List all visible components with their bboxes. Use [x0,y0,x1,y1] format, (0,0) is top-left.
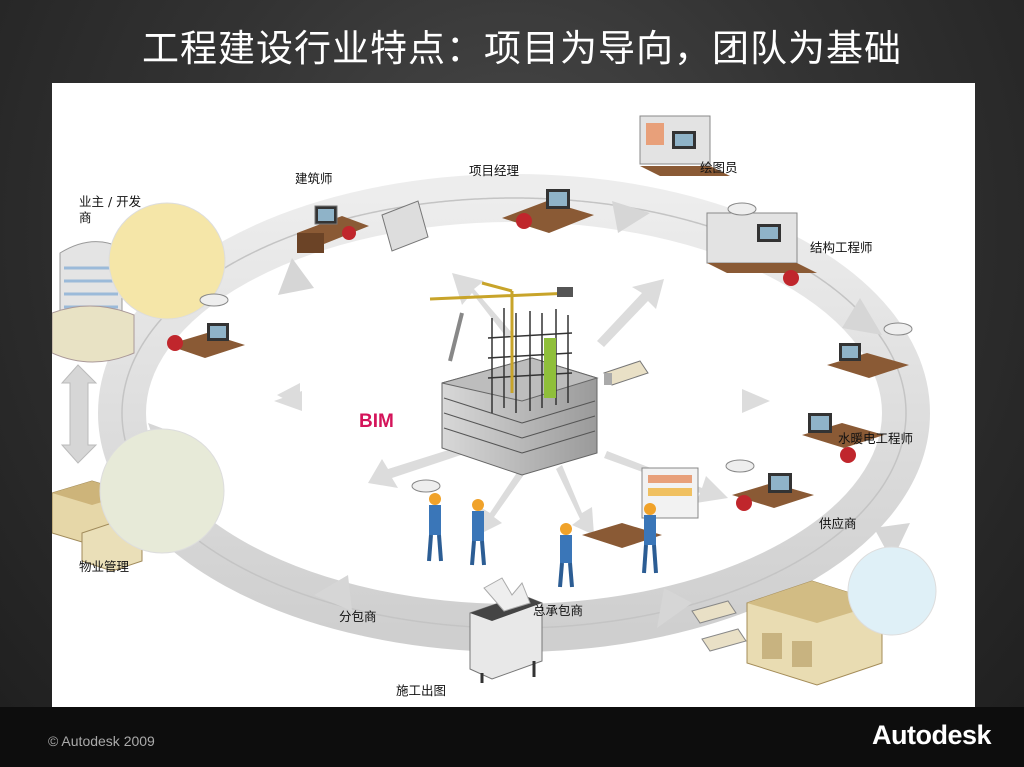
owner-property-arrow [62,365,96,463]
supplier-office-vignette [848,547,936,635]
bim-workflow-diagram: BIM 业主 / 开发商 建筑师 项目经理 绘图员 结构工程师 水暖电工程师 供… [52,83,975,713]
role-label-supplier: 供应商 [819,513,857,532]
slide-title: 工程建设行业特点：项目为导向，团队为基础 [0,18,1024,72]
role-label-drafter: 绘图员 [700,157,738,176]
role-label-project-manager: 项目经理 [469,160,519,179]
role-label-mep-engineer: 水暖电工程师 [838,428,913,447]
bim-center-label: BIM [359,411,394,433]
role-label-structural-engineer: 结构工程师 [810,237,873,256]
central-bim-building [430,283,597,475]
role-label-construction-drawing: 施工出图 [396,680,446,699]
role-label-property-management: 物业管理 [79,556,129,575]
role-label-subcontractor: 分包商 [339,606,377,625]
role-label-architect: 建筑师 [295,168,333,187]
autodesk-logo: Autodesk [872,720,991,751]
property-office-vignette [100,429,224,553]
role-label-owner: 业主 / 开发商 [79,194,149,226]
copyright-text: © Autodesk 2009 [48,733,155,749]
role-label-general-contractor: 总承包商 [533,600,583,619]
delivery-truck [604,361,648,385]
